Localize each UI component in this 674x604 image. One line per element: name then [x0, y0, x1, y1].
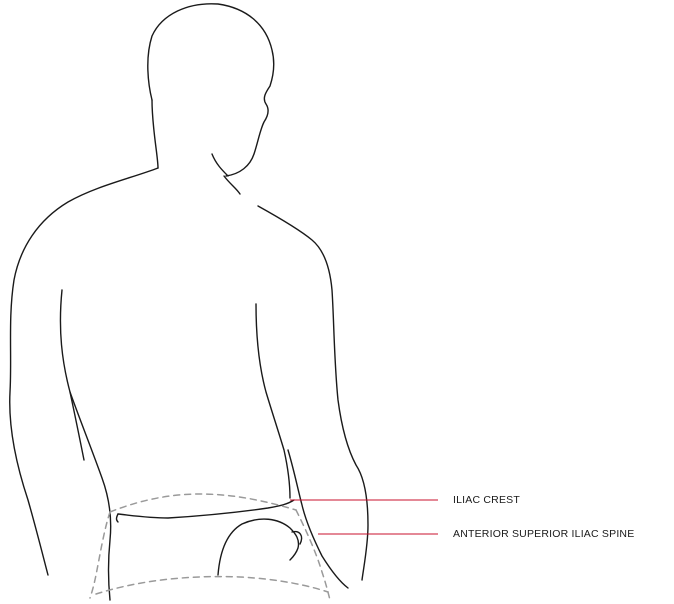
pelvis-bottom [96, 577, 328, 594]
pelvis-outline [90, 494, 330, 600]
left-arm-inner [60, 290, 84, 460]
asis-label: ANTERIOR SUPERIOR ILIAC SPINE [453, 528, 634, 540]
neck-front [224, 176, 240, 194]
iliac-crest-label: ILIAC CREST [453, 494, 520, 506]
trapezius-line [258, 206, 368, 580]
pelvis-left-side [90, 512, 110, 598]
hand-curve [218, 519, 299, 575]
head-outline [148, 4, 274, 176]
jaw-line [212, 154, 228, 176]
neck-back [152, 100, 158, 168]
pelvis-right-side [296, 510, 330, 600]
right-torso-line [256, 304, 290, 498]
left-hip-mark [117, 514, 119, 522]
body-outline [10, 4, 368, 600]
pelvis-top [110, 494, 296, 512]
left-shoulder [10, 168, 158, 575]
right-arm-inner [288, 450, 348, 588]
waist-line [118, 500, 294, 518]
